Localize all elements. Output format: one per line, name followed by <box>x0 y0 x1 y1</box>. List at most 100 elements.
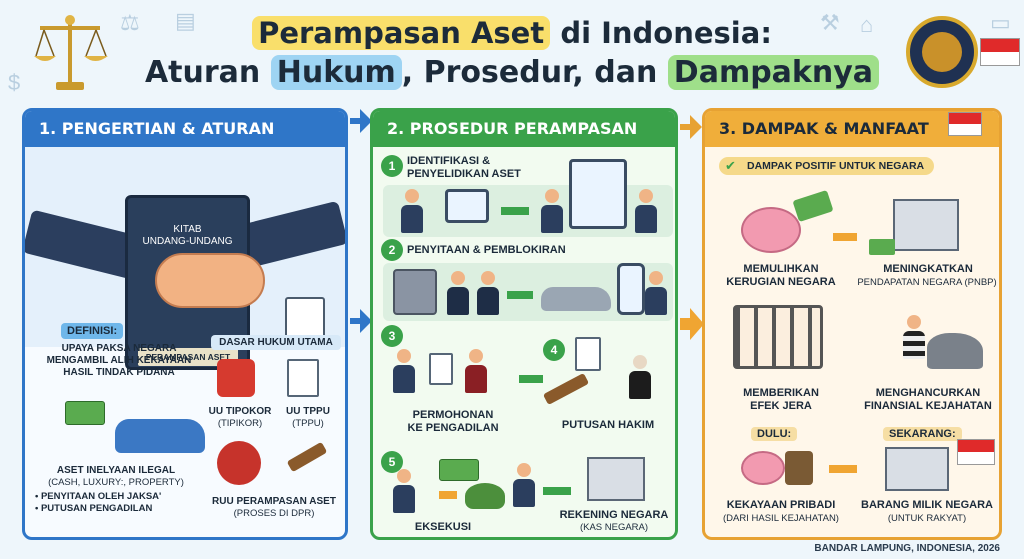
step-1-badge: 1 <box>381 155 403 177</box>
garuda-emblem-icon <box>906 16 978 88</box>
impact-increase-revenue-sub: PENDAPATAN NEGARA (PNBP) <box>857 277 997 288</box>
criminal-icon <box>903 315 925 359</box>
arrow-p2-p3-top <box>680 124 692 130</box>
government-building-icon <box>893 199 959 251</box>
prosecutor-icon <box>393 349 415 393</box>
panel-legal-definition: 1. PENGERTIAN & ATURAN HUKUM KITAB UNDAN… <box>22 108 348 540</box>
title-text: , Prosedur, dan <box>401 55 668 90</box>
scales-of-justice-icon <box>34 15 108 90</box>
step-1-arrow <box>501 207 529 215</box>
gavel-deco-icon: ⚒ <box>820 10 840 35</box>
impact-arrow <box>833 233 857 241</box>
police-icon <box>447 271 469 315</box>
before-sub: (DARI HASIL KEJAHATAN) <box>723 513 839 524</box>
arrow-head-icon <box>690 115 702 139</box>
indonesia-flag-icon <box>948 112 982 136</box>
arrow-head-icon <box>690 308 704 340</box>
state-account-title: REKENING NEGARA <box>559 509 669 521</box>
step-5-bank-arrow <box>543 487 571 495</box>
impact-deterrent: MEMBERIKAN EFEK JERA <box>743 387 819 412</box>
indonesia-flag-icon <box>957 439 995 465</box>
impact-increase-revenue: MENINGKATKAN <box>883 263 973 275</box>
footer-location: BANDAR LAMPUNG, INDONESIA, 2026 <box>814 543 1000 554</box>
cash-icon <box>65 401 105 425</box>
step-3-arrow <box>519 375 543 383</box>
building-deco-icon: ⌂ <box>860 12 874 37</box>
before-text: KEKAYAAN PRIBADI <box>726 499 836 511</box>
handshake-illustration: KITAB UNDANG-UNDANG PERAMPASAN ASET <box>25 147 345 370</box>
law-tipikor-sub: (TIPIKOR) <box>217 418 263 429</box>
positive-impact-text: DAMPAK POSITIF UNTUK NEGARA <box>747 160 925 172</box>
officer-icon <box>635 189 657 233</box>
thumbs-up-icon: ✔ <box>725 158 736 173</box>
bullet-court-decision: • PUTUSAN PENGADILAN <box>35 503 153 514</box>
bullet-seizure-prosecutor: • PENYITAAN OLEH JAKSA' <box>35 491 162 502</box>
investigator-icon <box>401 189 423 233</box>
law-tppu-sub: (TPPU) <box>292 418 324 429</box>
executor-icon <box>393 469 415 513</box>
step-5-badge: 5 <box>381 451 403 473</box>
illegal-asset-sub: (CASH, LUXURY:, PROPERTY) <box>48 477 184 488</box>
police-icon <box>477 271 499 315</box>
title-highlight-impact: Dampaknya <box>667 55 880 90</box>
wallet-icon <box>785 451 813 485</box>
step-3-badge: 3 <box>381 325 403 347</box>
step-2-badge: 2 <box>381 239 403 261</box>
after-sub: (UNTUK RAKYAT) <box>887 513 967 524</box>
cash-deco-icon: ▭ <box>990 10 1011 35</box>
seizure-bullets: • PENYITAAN OLEH JAKSA' • PUTUSAN PENGAD… <box>35 491 161 515</box>
petition-document-icon <box>429 353 453 385</box>
panel-impact: 3. DAMPAK & MANFAAT ✔ DAMPAK POSITIF UNT… <box>702 108 1002 540</box>
revenue-cash-icon <box>869 239 895 255</box>
piggy-bank-icon <box>741 207 801 253</box>
seized-car-icon <box>541 287 611 311</box>
prison-bars-icon <box>733 305 823 369</box>
after-label: SEKARANG: <box>883 427 962 441</box>
car-icon <box>115 419 205 453</box>
page-title-line-1: Perampasan Aset di Indonesia: <box>0 16 1024 50</box>
step-2-title: PENYITAAN & PEMBLOKIRAN <box>407 244 566 256</box>
judge-icon <box>465 349 487 393</box>
judge-icon <box>629 355 651 399</box>
step-2-arrow <box>507 291 533 299</box>
garuda-seal-icon <box>217 441 261 485</box>
impact-restore-losses: MEMULIHKAN KERUGIAN NEGARA <box>726 263 836 288</box>
arrow-head-icon <box>360 309 372 333</box>
title-text: Aturan <box>144 55 271 90</box>
title-text: di Indonesia: <box>550 16 772 50</box>
money-bag-icon <box>465 483 505 509</box>
arrow-p2-p3-mid <box>680 318 692 330</box>
book-title: KITAB UNDANG-UNDANG <box>142 224 233 247</box>
definition-box: DEFINISI: UPAYA PAKSA NEGARA MENGAMBIL A… <box>31 321 207 379</box>
law-tipikor: UU TIPOKOR <box>208 406 272 417</box>
personal-piggy-icon <box>741 451 785 485</box>
step-3-title: PERMOHONAN KE PENGADILAN <box>407 409 499 434</box>
after-text: BARANG MILIK NEGARA <box>861 499 993 511</box>
garuda-red-icon <box>217 359 255 397</box>
panel1-heading: 1. PENGERTIAN & ATURAN HUKUM <box>25 111 345 174</box>
money-bag-deco-icon: $ <box>8 70 21 95</box>
handshake-icon <box>155 253 265 308</box>
arrow-p1-p2-mid <box>350 318 362 324</box>
definition-text: UPAYA PAKSA NEGARA MENGAMBIL ALIH KEKAYA… <box>46 343 192 378</box>
legal-basis-section: DASAR HUKUM UTAMA <box>211 335 341 350</box>
law-ruu-sub: (PROSES DI DPR) <box>233 508 315 519</box>
page-title-line-2: Aturan Hukum, Prosedur, dan Dampaknya <box>0 55 1024 90</box>
laptop-icon <box>445 189 489 223</box>
asset-monitor-icon <box>569 159 627 229</box>
panel-procedure: 2. PROSEDUR PERAMPASAN 1 IDENTIFIKASI & … <box>370 108 678 540</box>
impact-destroy-finance: MENGHANCURKAN FINANSIAL KEJAHATAN <box>864 387 992 412</box>
state-account-sub: (KAS NEGARA) <box>579 522 649 533</box>
document-deco-icon: ▤ <box>175 8 196 33</box>
step-1-title: IDENTIFIKASI & PENYELIDIKAN ASET <box>407 155 521 180</box>
illegal-asset-illustration <box>35 401 205 456</box>
definition-title: DEFINISI: <box>61 323 124 339</box>
title-highlight-law: Hukum <box>270 55 402 90</box>
blocked-phone-icon <box>617 263 645 315</box>
step-4-badge: 4 <box>543 339 565 361</box>
uu-document-icon <box>287 359 319 397</box>
header: Perampasan Aset di Indonesia: Aturan Huk… <box>0 0 1024 105</box>
officer-icon <box>513 463 535 507</box>
title-highlight-asset: Perampasan Aset <box>252 16 551 50</box>
cash-icon <box>439 459 479 481</box>
